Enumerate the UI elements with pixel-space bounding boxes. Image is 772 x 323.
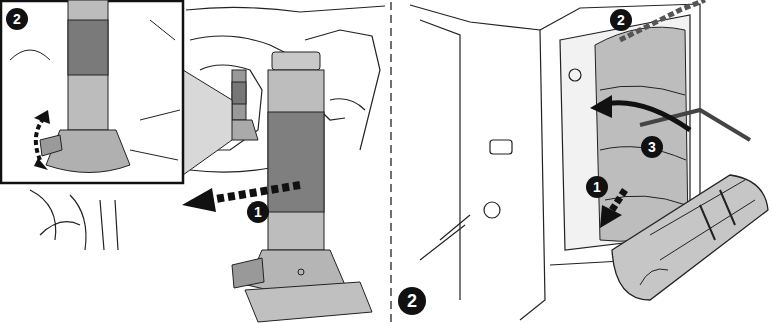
callout-number: 2: [610, 9, 632, 31]
callout-number: 2: [398, 287, 426, 315]
motion-arrows: [590, 95, 690, 228]
detail-inset: [1, 0, 232, 183]
rolled-bag: [612, 175, 768, 300]
callout-number: 1: [247, 201, 269, 223]
insert-arrow: [182, 185, 300, 212]
callout-number: 3: [641, 136, 663, 158]
callout-number: 1: [586, 176, 608, 198]
callout-number: 2: [6, 8, 28, 30]
jack: [232, 52, 372, 322]
stowed-bag: [595, 0, 750, 241]
panel-divider: [390, 2, 391, 322]
